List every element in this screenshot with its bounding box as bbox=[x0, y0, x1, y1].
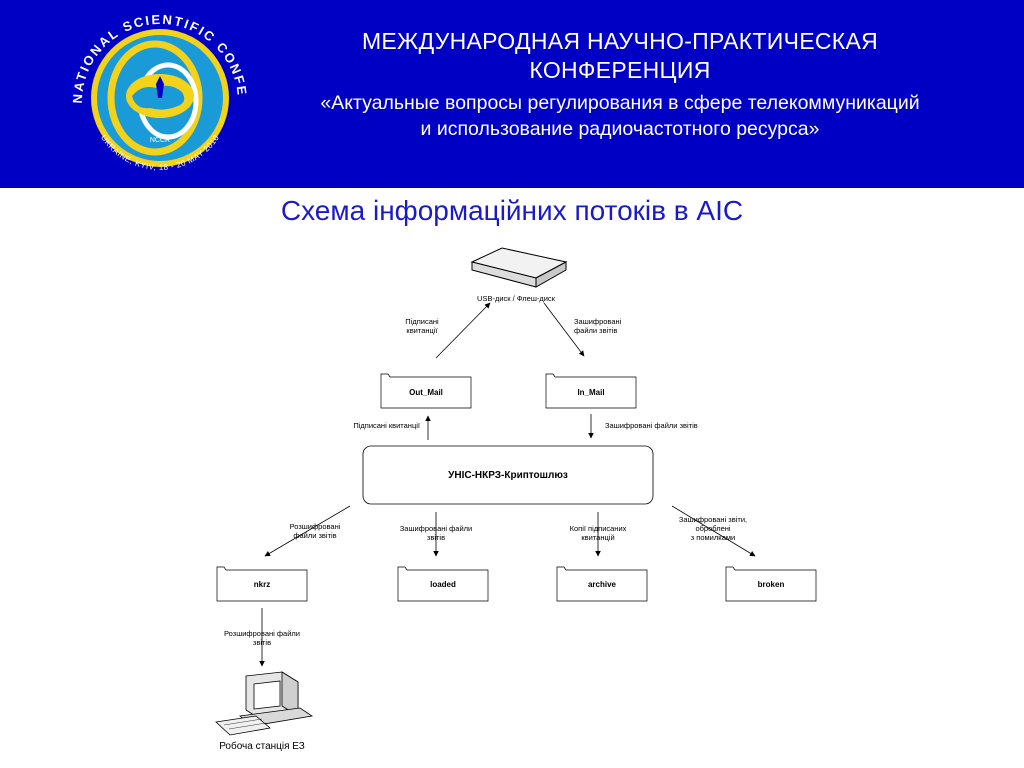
conference-subtitle-line1: «Актуальные вопросы регулирования в сфер… bbox=[320, 92, 920, 114]
label-signed-up-1: Підписані bbox=[405, 317, 439, 326]
folder-archive-label: archive bbox=[588, 580, 617, 589]
label-branch-broken-2: оброблені bbox=[695, 524, 730, 533]
folder-broken bbox=[725, 566, 817, 602]
label-workstation-arrow-1: Розшифровані файли bbox=[224, 629, 300, 638]
label-signed-receipts: Підписані квитанції bbox=[353, 421, 421, 430]
conference-title-line1: МЕЖДУНАРОДНАЯ НАУЧНО-ПРАКТИЧЕСКАЯ bbox=[361, 28, 879, 54]
conference-title-line2: КОНФЕРЕНЦИЯ bbox=[529, 57, 711, 83]
label-encrypted-reports: Зашифровані файли звітів bbox=[605, 421, 698, 430]
workstation-computer-icon bbox=[215, 671, 314, 736]
label-branch-broken-1: Зашифровані звіти, bbox=[679, 515, 747, 524]
label-encrypted-down-2: файли звітів bbox=[574, 326, 617, 335]
slide-title: Схема інформаційних потоків в АІС bbox=[280, 195, 744, 226]
label-branch-nkrz-2: файли звітів bbox=[293, 531, 336, 540]
label-branch-archive-1: Копії підписаних bbox=[570, 524, 627, 533]
folder-broken-label: broken bbox=[758, 580, 785, 589]
arrow-signed-to-usb bbox=[435, 302, 491, 359]
workstation-label: Робоча станція ЕЗ bbox=[219, 740, 305, 752]
label-signed-up-2: квитанції bbox=[406, 326, 438, 335]
usb-drive-label: USB-диск / Флеш-диск bbox=[477, 294, 556, 303]
conference-subtitle-line2: и использование радиочастотного ресурса» bbox=[420, 118, 820, 140]
label-branch-loaded-2: звітів bbox=[427, 533, 445, 542]
label-encrypted-down-1: Зашифровані bbox=[574, 317, 622, 326]
conference-logo: INTERNATIONAL SCIENTIFIC CONFERENCE UKRA… bbox=[60, 6, 248, 186]
folder-archive bbox=[556, 566, 648, 602]
usb-drive-icon bbox=[470, 247, 568, 288]
logo-center-text: NCCR bbox=[150, 137, 170, 144]
crypto-gateway-label: УНІС-НКРЗ-Криптошлюз bbox=[448, 470, 568, 481]
label-branch-broken-3: з помилками bbox=[691, 533, 735, 542]
label-branch-archive-2: квитанцій bbox=[581, 533, 614, 542]
label-workstation-arrow-2: звітів bbox=[253, 638, 271, 647]
arrow-gateway-to-broken bbox=[671, 505, 756, 557]
label-branch-nkrz-1: Розшифровані bbox=[290, 522, 341, 531]
arrow-gateway-to-nkrz bbox=[264, 505, 351, 557]
header-banner: INTERNATIONAL SCIENTIFIC CONFERENCE UKRA… bbox=[0, 0, 1024, 188]
folder-in-mail-label: In_Mail bbox=[577, 388, 604, 397]
folder-loaded-label: loaded bbox=[430, 580, 456, 589]
folder-in-mail bbox=[545, 373, 637, 409]
folder-nkrz-label: nkrz bbox=[254, 580, 270, 589]
folder-loaded bbox=[397, 566, 489, 602]
arrow-usb-to-inmail bbox=[543, 302, 585, 357]
crypto-gateway-box bbox=[362, 445, 654, 505]
folder-out-mail bbox=[380, 373, 472, 409]
folder-out-mail-label: Out_Mail bbox=[409, 388, 443, 397]
folder-nkrz bbox=[216, 566, 308, 602]
label-branch-loaded-1: Зашифровані файли bbox=[400, 524, 472, 533]
